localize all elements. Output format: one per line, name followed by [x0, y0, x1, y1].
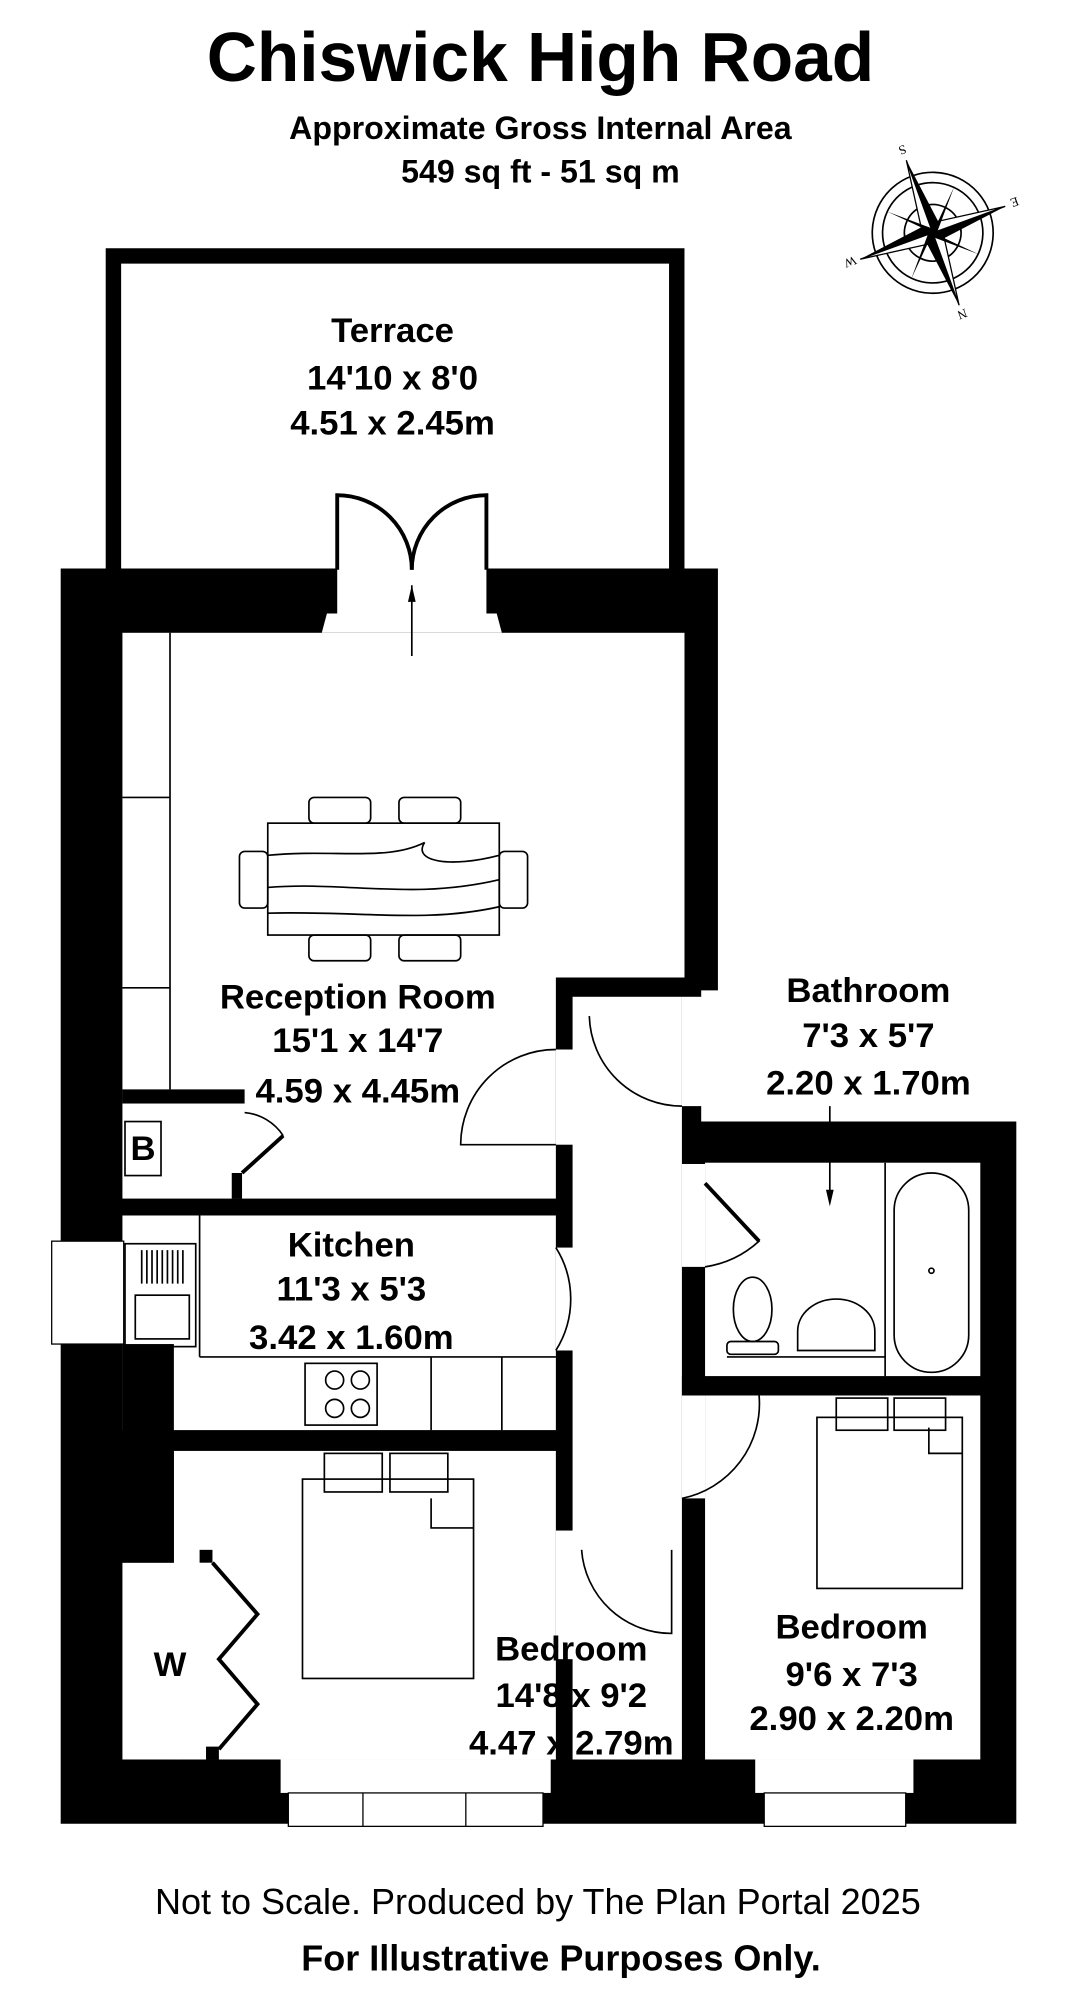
room-bedroom-1: Bedroom 14'8 x 9'2 4.47 x 2.79m: [469, 1630, 674, 1762]
room-metric: 4.47 x 2.79m: [469, 1724, 674, 1762]
room-imperial: 7'3 x 5'7: [802, 1017, 934, 1055]
room-bedroom-2: Bedroom 9'6 x 7'3 2.90 x 2.20m: [749, 1609, 954, 1738]
room-imperial: 11'3 x 5'3: [276, 1270, 426, 1308]
room-name: Kitchen: [288, 1227, 415, 1265]
footer-note: For Illustrative Purposes Only.: [301, 1937, 820, 1978]
furniture: [122, 632, 970, 1680]
plan-title: Chiswick High Road: [207, 18, 874, 96]
compass-w: W: [841, 253, 858, 271]
room-name: Reception Room: [220, 978, 496, 1016]
bathroom-fixtures: [726, 1162, 970, 1377]
footer-disclaimer: Not to Scale. Produced by The Plan Porta…: [155, 1881, 921, 1922]
room-metric: 3.42 x 1.60m: [249, 1319, 454, 1357]
room-name: Bedroom: [775, 1609, 927, 1647]
plan-area: 549 sq ft - 51 sq m: [401, 154, 680, 190]
plan-subtitle: Approximate Gross Internal Area: [289, 110, 793, 146]
room-bathroom: Bathroom 7'3 x 5'7 2.20 x 1.70m: [766, 972, 971, 1103]
room-reception: Reception Room 15'1 x 14'7 4.59 x 4.45m: [220, 978, 496, 1110]
compass-rose-icon: N S E W: [841, 142, 1020, 322]
room-imperial: 9'6 x 7'3: [786, 1656, 918, 1694]
bed-main: [301, 1452, 475, 1680]
room-interiors: [51, 568, 981, 1828]
room-metric: 4.59 x 4.45m: [255, 1072, 460, 1110]
room-imperial: 14'10 x 8'0: [307, 360, 478, 398]
room-terrace: Terrace 14'10 x 8'0 4.51 x 2.45m: [290, 312, 495, 443]
boiler-cupboard-label: B: [130, 1130, 155, 1168]
room-metric: 4.51 x 2.45m: [290, 405, 495, 443]
sink-icon: [796, 1298, 876, 1352]
wardrobe-label: W: [154, 1646, 187, 1684]
doors: [211, 493, 834, 1751]
compass-e: E: [1008, 194, 1020, 210]
room-metric: 2.20 x 1.70m: [766, 1065, 971, 1103]
compass-n: N: [955, 306, 969, 322]
room-name: Terrace: [331, 312, 454, 350]
room-imperial: 14'8 x 9'2: [495, 1677, 647, 1715]
hob-icon: [304, 1362, 378, 1426]
internal-walls: [122, 1089, 981, 1827]
room-kitchen: Kitchen 11'3 x 5'3 3.42 x 1.60m: [249, 1227, 454, 1358]
kitchen-units: [124, 1215, 556, 1431]
bathtub-icon: [893, 1172, 970, 1374]
compass-s: S: [897, 142, 909, 158]
dining-table: [238, 796, 529, 962]
room-imperial: 15'1 x 14'7: [272, 1022, 443, 1060]
bed-second: [816, 1397, 964, 1590]
room-name: Bedroom: [495, 1630, 647, 1668]
room-name: Bathroom: [786, 972, 950, 1010]
room-metric: 2.90 x 2.20m: [749, 1700, 954, 1738]
